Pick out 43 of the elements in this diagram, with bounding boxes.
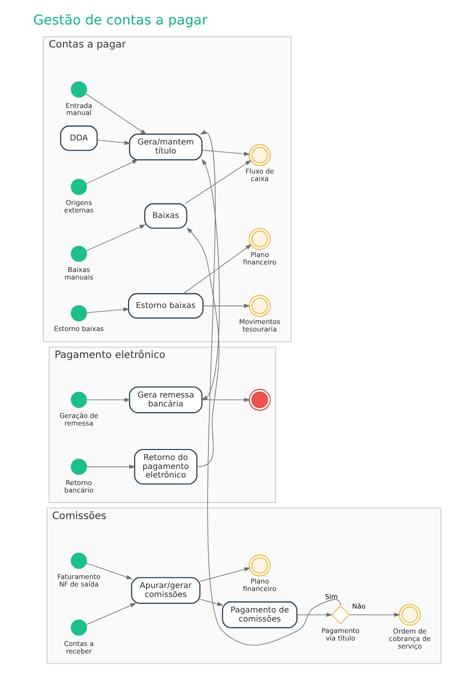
node-circle <box>70 620 86 636</box>
arrow <box>86 562 132 580</box>
arrow <box>86 464 136 469</box>
node-box: Gera/mantem título <box>128 134 202 160</box>
arrow <box>296 612 332 617</box>
arrow <box>86 398 130 402</box>
arrow <box>85 602 136 626</box>
arrow <box>199 598 223 606</box>
node-diamond <box>330 606 350 624</box>
node-circle <box>70 178 86 195</box>
arrow <box>184 160 251 204</box>
node-box: DDA <box>60 126 98 151</box>
arrow <box>201 398 250 402</box>
node-circle <box>248 388 270 411</box>
arrow <box>202 304 250 308</box>
node-box: Retorno do pagamento eletrônico <box>134 448 197 485</box>
node-circle <box>70 552 86 569</box>
arrow <box>186 227 219 468</box>
node-circle <box>248 228 270 250</box>
node-circle <box>248 554 270 576</box>
node-circle <box>70 81 86 98</box>
arrow <box>85 159 138 184</box>
node-circle <box>70 305 86 322</box>
node-circle <box>248 144 270 166</box>
node-circle <box>398 604 420 626</box>
diagram-title: Gestão de contas a pagar <box>32 12 207 29</box>
node-circle <box>70 392 86 408</box>
node-circle <box>70 458 86 475</box>
node-box: Pagamento de comissões <box>222 601 297 628</box>
arrow <box>182 244 252 294</box>
arrow <box>348 612 400 617</box>
node-circle <box>248 294 270 317</box>
arrow <box>86 307 129 313</box>
node-box: Estorno baixas <box>128 293 203 319</box>
node-box: Gera remessa bancária <box>128 386 202 414</box>
arrow <box>85 224 146 252</box>
arrow <box>84 93 146 135</box>
node-box: Baixas <box>144 203 187 229</box>
node-circle <box>70 246 86 262</box>
node-box: Apurar/gerar comissões <box>130 577 200 604</box>
arrow <box>201 150 250 156</box>
arrow <box>199 567 250 582</box>
arrow <box>96 140 130 145</box>
